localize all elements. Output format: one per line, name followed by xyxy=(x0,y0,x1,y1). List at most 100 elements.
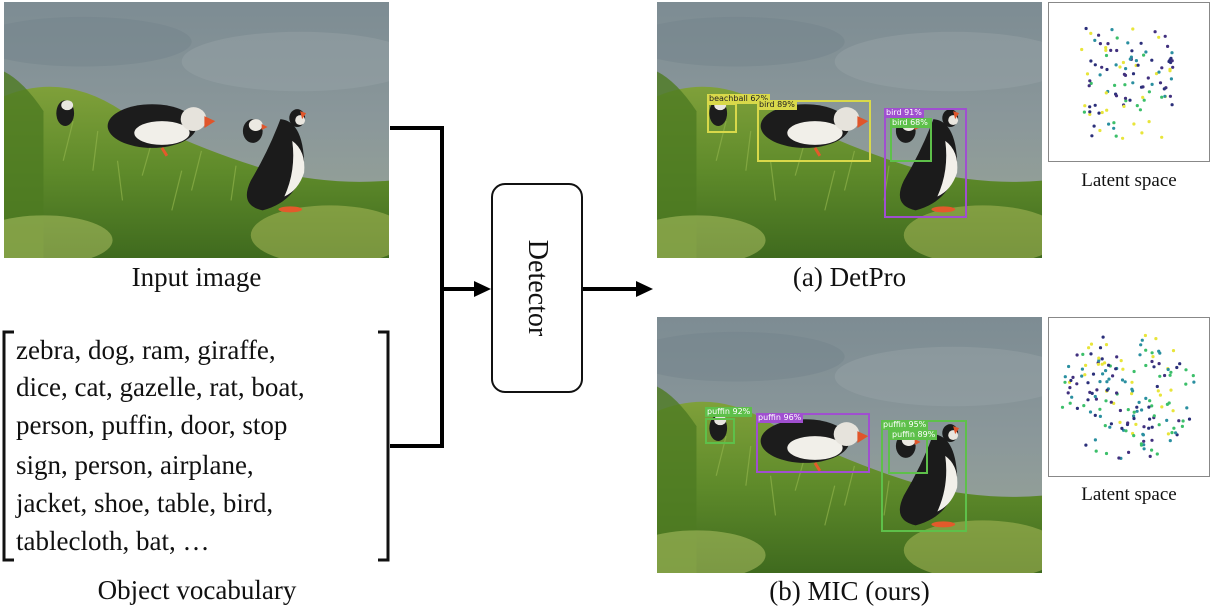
latent-point xyxy=(1153,30,1157,34)
latent-point xyxy=(1093,438,1097,442)
latent-point xyxy=(1163,373,1167,378)
detection-label: bird 68% xyxy=(890,118,930,128)
mic-result-image: puffin 92% puffin 96% puffin 95% puffin … xyxy=(657,317,1042,573)
vocabulary-line: jacket, shoe, table, bird, xyxy=(16,488,274,518)
latent-point xyxy=(1107,122,1111,126)
latent-point xyxy=(1148,417,1152,421)
latent-point xyxy=(1098,414,1102,418)
latent-point xyxy=(1082,404,1086,408)
latent-point xyxy=(1126,41,1130,45)
latent-point xyxy=(1132,410,1136,414)
latent-point xyxy=(1113,83,1117,87)
latent-point xyxy=(1170,51,1174,55)
detector-block: Detector xyxy=(491,183,583,393)
detection-box xyxy=(884,108,967,218)
latent-point xyxy=(1122,104,1126,108)
latent-point xyxy=(1131,72,1136,76)
detection-label: puffin 92% xyxy=(705,407,753,417)
latent-point xyxy=(1075,406,1079,410)
latent-point xyxy=(1118,420,1122,424)
latent-point xyxy=(1135,405,1139,409)
latent-point xyxy=(1112,121,1116,125)
latent-point xyxy=(1080,367,1084,371)
latent-point xyxy=(1157,349,1161,353)
latent-point xyxy=(1139,41,1143,45)
latent-point xyxy=(1169,77,1173,81)
latent-point xyxy=(1115,355,1119,359)
latent-point xyxy=(1097,33,1101,37)
latent-point xyxy=(1067,364,1071,369)
latent-point xyxy=(1187,417,1192,421)
latent-point xyxy=(1131,389,1135,393)
latent-point xyxy=(1112,126,1116,130)
detection-box xyxy=(707,103,737,133)
latent-point xyxy=(1083,373,1087,377)
detection-box xyxy=(705,418,735,444)
latent-point xyxy=(1132,434,1136,438)
latent-point xyxy=(1144,50,1148,54)
latent-point xyxy=(1169,388,1173,392)
vocabulary-line: dice, cat, gazelle, rat, boat, xyxy=(16,372,305,402)
latent-point xyxy=(1166,432,1170,436)
latent-point xyxy=(1092,124,1096,128)
latent-point xyxy=(1126,421,1130,425)
latent-point xyxy=(1087,346,1091,350)
latent-point xyxy=(1088,110,1092,114)
latent-point xyxy=(1184,382,1188,386)
latent-point xyxy=(1123,83,1127,87)
latent-point xyxy=(1130,392,1134,396)
latent-point xyxy=(1154,72,1159,76)
latent-point xyxy=(1101,372,1105,376)
latent-point xyxy=(1171,409,1175,413)
latent-point xyxy=(1087,84,1091,88)
latent-point xyxy=(1084,363,1088,367)
latent-point xyxy=(1141,95,1145,99)
latent-point xyxy=(1148,399,1152,403)
latent-point xyxy=(1104,91,1108,95)
latent-point xyxy=(1128,57,1132,61)
latent-point xyxy=(1150,425,1154,429)
latent-point xyxy=(1104,46,1108,50)
latent-point xyxy=(1170,103,1174,107)
latent-point xyxy=(1095,388,1099,392)
latent-point xyxy=(1144,396,1148,400)
latent-point xyxy=(1121,136,1125,140)
latent-point xyxy=(1130,49,1134,53)
latent-point xyxy=(1166,367,1170,372)
latent-point xyxy=(1098,42,1102,46)
latent-point xyxy=(1180,424,1184,428)
latent-point xyxy=(1090,391,1094,395)
vocabulary-line: zebra, dog, ram, giraffe, xyxy=(16,335,276,365)
latent-point xyxy=(1178,362,1182,366)
latent-point xyxy=(1084,26,1088,31)
latent-point xyxy=(1104,369,1108,373)
latent-point xyxy=(1121,367,1125,371)
latent-point xyxy=(1169,56,1173,60)
latent-point xyxy=(1063,380,1067,384)
latent-point xyxy=(1100,65,1104,69)
latent-point xyxy=(1063,375,1067,379)
latent-point xyxy=(1140,131,1144,135)
latent-point xyxy=(1089,31,1093,35)
latent-point xyxy=(1075,382,1079,386)
detpro-latent-caption: Latent space xyxy=(1081,170,1177,191)
latent-point xyxy=(1141,432,1145,436)
latent-point xyxy=(1184,368,1188,372)
latent-point xyxy=(1142,425,1146,429)
vocabulary-left-bracket xyxy=(2,330,14,562)
latent-point xyxy=(1114,134,1118,138)
latent-point xyxy=(1160,135,1164,139)
latent-point xyxy=(1162,87,1166,91)
latent-point xyxy=(1098,380,1102,384)
latent-point xyxy=(1150,58,1154,62)
latent-point xyxy=(1105,108,1109,112)
latent-point xyxy=(1109,422,1113,426)
latent-point xyxy=(1115,48,1119,53)
latent-point xyxy=(1105,380,1109,384)
latent-point xyxy=(1110,28,1114,32)
latent-point xyxy=(1168,67,1172,71)
latent-point xyxy=(1115,36,1119,40)
latent-point xyxy=(1121,60,1125,65)
latent-point xyxy=(1103,424,1107,428)
